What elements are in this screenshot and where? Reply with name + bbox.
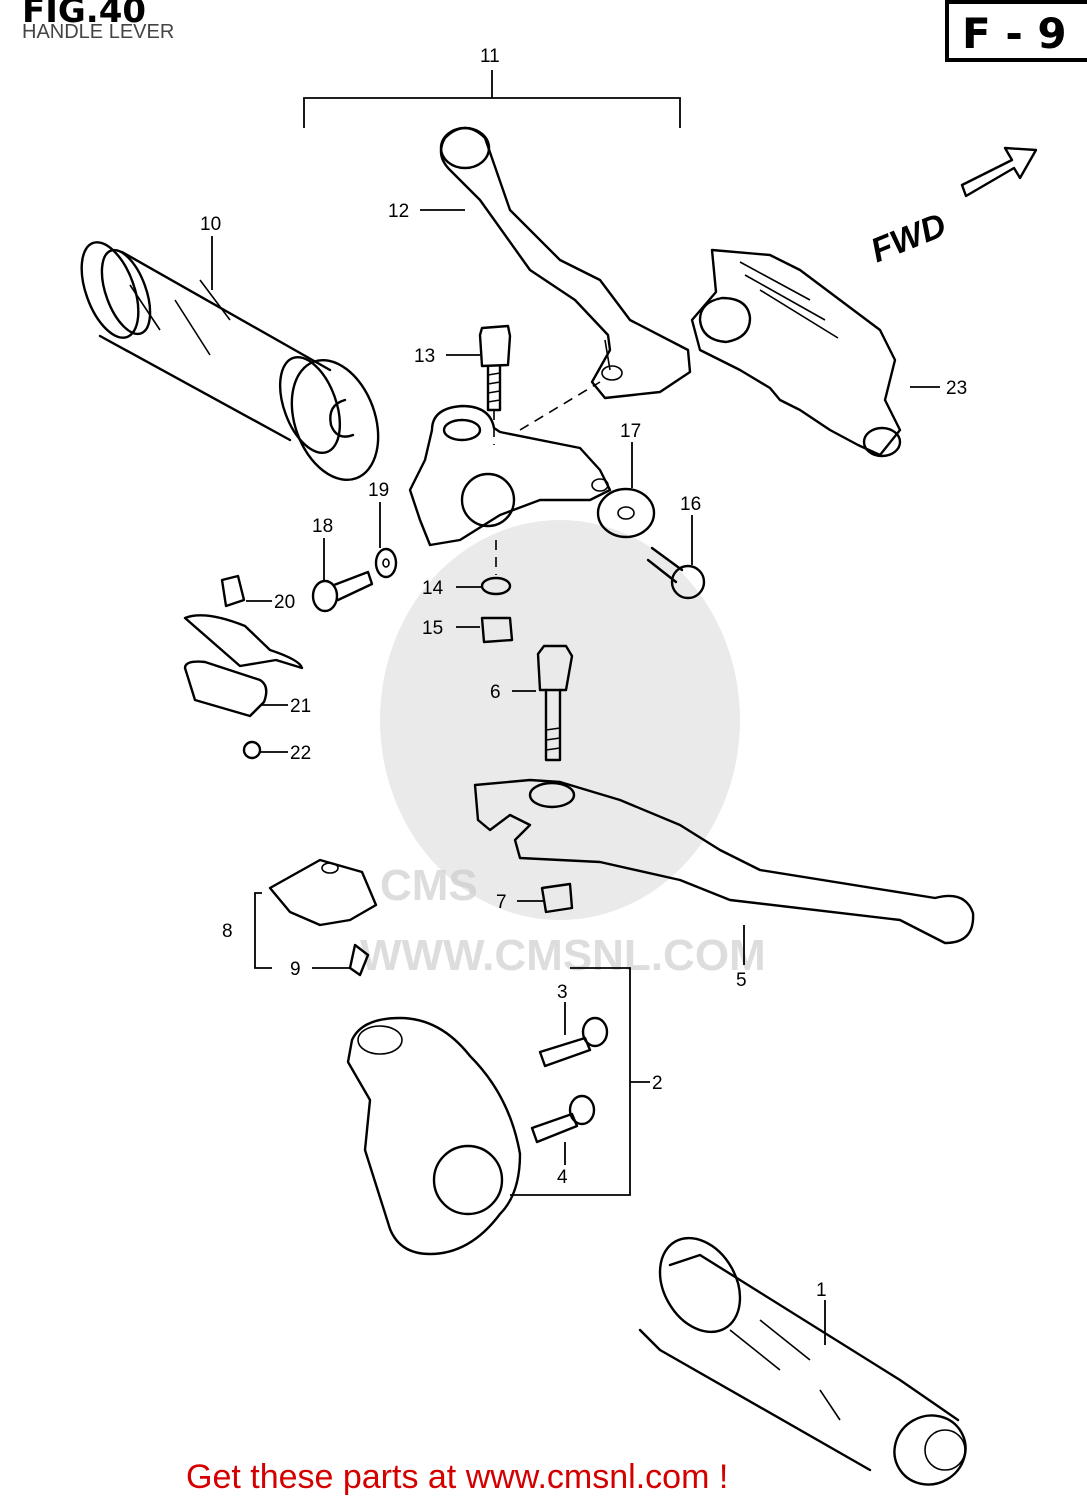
callout-1: 1: [816, 1280, 827, 1301]
callout-19: 19: [368, 480, 389, 501]
part-6-bolt: [536, 644, 574, 762]
callout-12: 12: [388, 201, 409, 222]
part-14-washer: [480, 576, 512, 596]
fwd-label: FWD: [865, 206, 951, 270]
callout-14: 14: [422, 578, 444, 599]
callout-7: 7: [496, 892, 507, 913]
part-1-grip: [638, 1236, 967, 1486]
lever-perch: [408, 339, 612, 547]
section-code: F - 9: [962, 9, 1067, 58]
section-code-box: F - 9: [945, 0, 1087, 62]
part-9-screw: [348, 943, 370, 977]
callout-20: 20: [274, 592, 295, 613]
part-13-bolt: [478, 324, 512, 445]
part-2-housing: [346, 1016, 522, 1256]
leader-lines: [211, 209, 940, 1345]
callout-4: 4: [557, 1167, 568, 1188]
watermark-letters: CMS: [380, 861, 478, 910]
part-15-nut: [480, 616, 514, 644]
part-18-bolt: [311, 570, 374, 613]
diagram-subtitle: HANDLE LEVER: [22, 21, 174, 43]
part-4-screw: [530, 1094, 596, 1144]
part-5-lever: [473, 778, 975, 945]
callout-6: 6: [490, 682, 501, 703]
callout-21: 21: [290, 696, 311, 717]
part-23-cover: [690, 248, 902, 458]
bracket-2: [510, 967, 631, 1196]
callout-11: 11: [480, 46, 500, 67]
part-7-nut: [540, 882, 574, 914]
footer-cta-link[interactable]: Get these parts at www.cmsnl.com !: [186, 1458, 728, 1496]
part-16-screw: [646, 546, 706, 600]
fwd-arrow-icon: [960, 146, 1038, 198]
fig-label: FIG.40: [22, 0, 146, 31]
fwd-indicator: FWD: [865, 146, 1038, 270]
bracket-11: [303, 97, 681, 128]
callout-5: 5: [736, 970, 747, 991]
bracket-8-9: [254, 892, 272, 969]
part-17-bushing: [596, 487, 656, 539]
callout-13: 13: [414, 346, 435, 367]
part-8-switch: [268, 858, 378, 927]
part-21-holder: [183, 614, 304, 718]
watermark-text: WWW.CMSNL.COM: [360, 931, 766, 980]
part-19-washer: [374, 547, 398, 579]
callout-15: 15: [422, 618, 443, 639]
watermark: CMS WWW.CMSNL.COM: [360, 520, 766, 980]
callout-10: 10: [200, 214, 221, 235]
callout-8: 8: [222, 921, 233, 942]
callout-16: 16: [680, 494, 701, 515]
callouts: 1 2 3 4 5 6 7 8 9 10 11 12 13 14 15 16 1…: [200, 46, 967, 1301]
part-12-lever: [439, 126, 692, 400]
callout-9: 9: [290, 959, 301, 980]
part-22-screw: [242, 740, 262, 760]
part-20-clip: [220, 574, 246, 608]
callout-17: 17: [620, 421, 641, 442]
callout-22: 22: [290, 743, 311, 764]
callout-2: 2: [652, 1073, 663, 1094]
callout-23: 23: [946, 378, 967, 399]
callout-18: 18: [312, 516, 333, 537]
part-3-screw: [538, 1016, 609, 1068]
callout-3: 3: [557, 982, 568, 1003]
part-10-grip: [80, 241, 380, 482]
